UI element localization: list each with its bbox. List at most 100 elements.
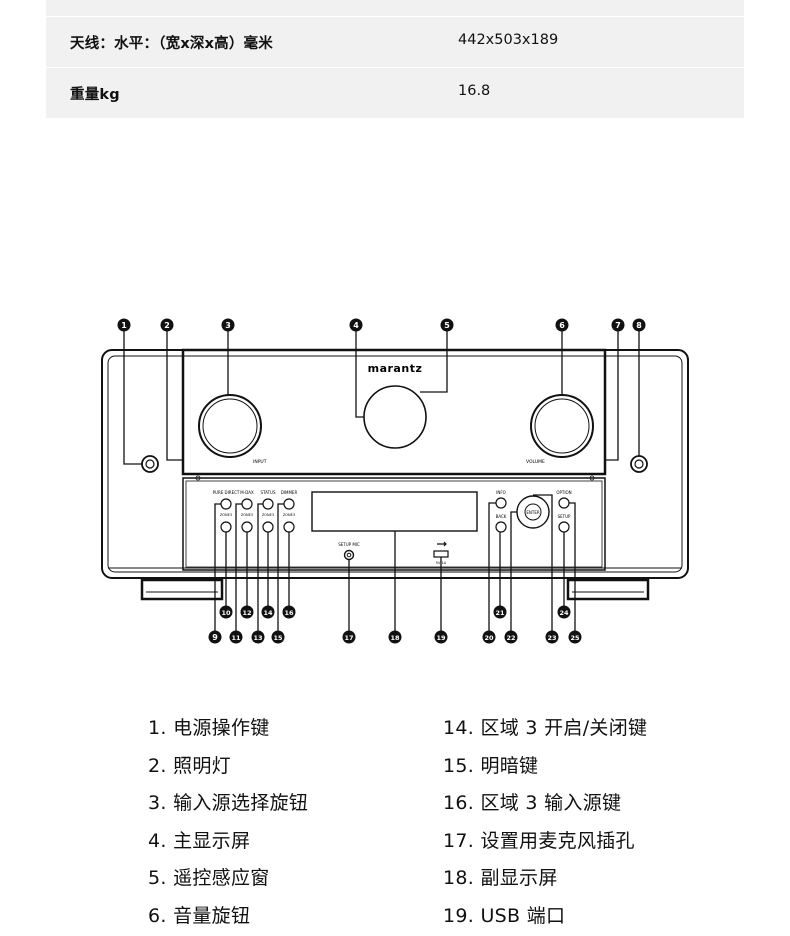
usb-port	[433, 541, 449, 558]
callout-number: 4	[353, 321, 359, 330]
callout-marker-13: 13	[251, 630, 265, 644]
zone3-caption-2: ZONE3	[241, 513, 253, 517]
callout-marker-12: 12	[240, 605, 254, 619]
callout-number: 14	[263, 609, 273, 617]
callout-number: 24	[559, 609, 569, 617]
callout-marker-16: 16	[282, 605, 296, 619]
callout-circle	[557, 605, 571, 619]
callout-marker-2: 2	[160, 318, 174, 332]
legend-item-5: 5. 遥控感应窗	[148, 867, 270, 890]
spec-label-weight: 重量kg	[70, 87, 120, 103]
legend-item-2: 2. 照明灯	[148, 754, 231, 777]
input-knob	[198, 394, 262, 458]
legend-item-16: 16. 区域 3 输入源键	[443, 792, 622, 815]
callout-leader-25	[569, 502, 576, 631]
zone3-caption-1: ZONE3	[220, 513, 232, 517]
m-dax-label: M-DAX	[240, 490, 254, 495]
right-indicator-button	[630, 455, 648, 473]
callout-number: 10	[221, 609, 231, 617]
setup-mic-label: SETUP MIC	[338, 542, 360, 547]
right-small-led	[589, 475, 595, 481]
callout-leader-11	[235, 503, 242, 631]
info-label: INFO	[496, 490, 506, 495]
spec-row-top	[46, 0, 744, 16]
callout-circle	[240, 605, 254, 619]
callout-leader-2	[166, 331, 183, 461]
callout-number: 2	[164, 321, 170, 330]
legend-left-column: 1. 电源操作键 2. 照明灯 3. 输入源选择旋钮 4. 主显示屏 5. 遥控…	[148, 710, 308, 936]
legend-item-15: 15. 明暗键	[443, 754, 539, 777]
callout-circle	[349, 318, 363, 332]
callout-number: 6	[559, 321, 565, 330]
receiver-front-panel-diagram: marantz INPUT VOLUME PURE DIRECT M-DAX S…	[101, 318, 689, 644]
callout-marker-5: 5	[440, 318, 454, 332]
volume-knob-label: VOLUME	[526, 459, 545, 465]
callout-circle	[611, 318, 625, 332]
callout-number: 5	[444, 321, 450, 330]
callout-number: 25	[570, 634, 580, 642]
receiver-feet	[140, 578, 650, 601]
status-label: STATUS	[260, 490, 275, 495]
callout-circle	[342, 630, 356, 644]
callout-circle	[251, 630, 265, 644]
callout-circle	[117, 318, 131, 332]
setup-label: SETUP	[558, 514, 571, 519]
callout-circle	[440, 318, 454, 332]
callout-number: 7	[615, 321, 621, 330]
callout-number: 16	[284, 609, 294, 617]
option-label: OPTION	[556, 490, 571, 495]
callout-number: 1	[121, 321, 127, 330]
spec-label-dimensions: 天线：水平：（宽x深x高）毫米	[70, 36, 273, 52]
back-label: BACK	[496, 514, 507, 519]
legend-right-column: 14. 区域 3 开启/关闭键 15. 明暗键 16. 区域 3 输入源键 17…	[443, 710, 647, 936]
legend-item-6: 6. 音量旋钮	[148, 904, 251, 927]
setup-mic-jack	[343, 549, 355, 561]
spec-row-dimensions: 天线：水平：（宽x深x高）毫米 442x503x189	[46, 17, 744, 67]
callout-circle	[545, 630, 559, 644]
callout-leader-4	[355, 331, 364, 418]
callout-number: 22	[506, 634, 515, 642]
callout-number: 21	[495, 609, 505, 617]
spec-row-weight: 重量kg 16.8	[46, 68, 744, 118]
callout-number: 23	[547, 634, 556, 642]
callout-number: 18	[390, 634, 400, 642]
callout-number: 8	[636, 321, 642, 330]
callout-marker-18: 18	[388, 630, 402, 644]
callout-circle	[282, 605, 296, 619]
callout-circle	[160, 318, 174, 332]
callout-marker-9: 9	[208, 630, 222, 644]
callout-circle	[229, 630, 243, 644]
callout-circle	[434, 630, 448, 644]
sub-display	[311, 491, 478, 532]
legend-item-14: 14. 区域 3 开启/关闭键	[443, 717, 648, 739]
callout-leader-1	[123, 331, 142, 465]
callout-marker-3: 3	[221, 318, 235, 332]
brand-logo: marantz	[368, 362, 423, 375]
enter-label: ENTER	[526, 510, 539, 515]
callout-circle	[632, 318, 646, 332]
input-knob-label: INPUT	[253, 459, 267, 465]
callout-marker-22: 22	[504, 630, 518, 644]
callout-marker-19: 19	[434, 630, 448, 644]
callout-number: 15	[273, 634, 283, 642]
callout-marker-24: 24	[557, 605, 571, 619]
callout-circle	[221, 318, 235, 332]
power-button	[141, 455, 159, 473]
callout-marker-21: 21	[493, 605, 507, 619]
callout-leader-15	[277, 503, 284, 631]
legend-item-3: 3. 输入源选择旋钮	[148, 792, 309, 815]
spec-value-dimensions: 442x503x189	[458, 32, 559, 48]
callout-marker-17: 17	[342, 630, 356, 644]
spec-value-weight: 16.8	[458, 83, 491, 99]
legend-item-18: 18. 副显示屏	[443, 867, 558, 890]
callout-marker-15: 15	[271, 630, 285, 644]
callout-marker-6: 6	[555, 318, 569, 332]
callout-circle	[482, 630, 496, 644]
callout-marker-4: 4	[349, 318, 363, 332]
callout-circle	[493, 605, 507, 619]
callout-number: 13	[253, 634, 262, 642]
callout-leader-13	[257, 503, 263, 631]
callout-marker-1: 1	[117, 318, 131, 332]
callout-leader-5	[420, 331, 448, 393]
callout-leader-9	[214, 503, 221, 631]
